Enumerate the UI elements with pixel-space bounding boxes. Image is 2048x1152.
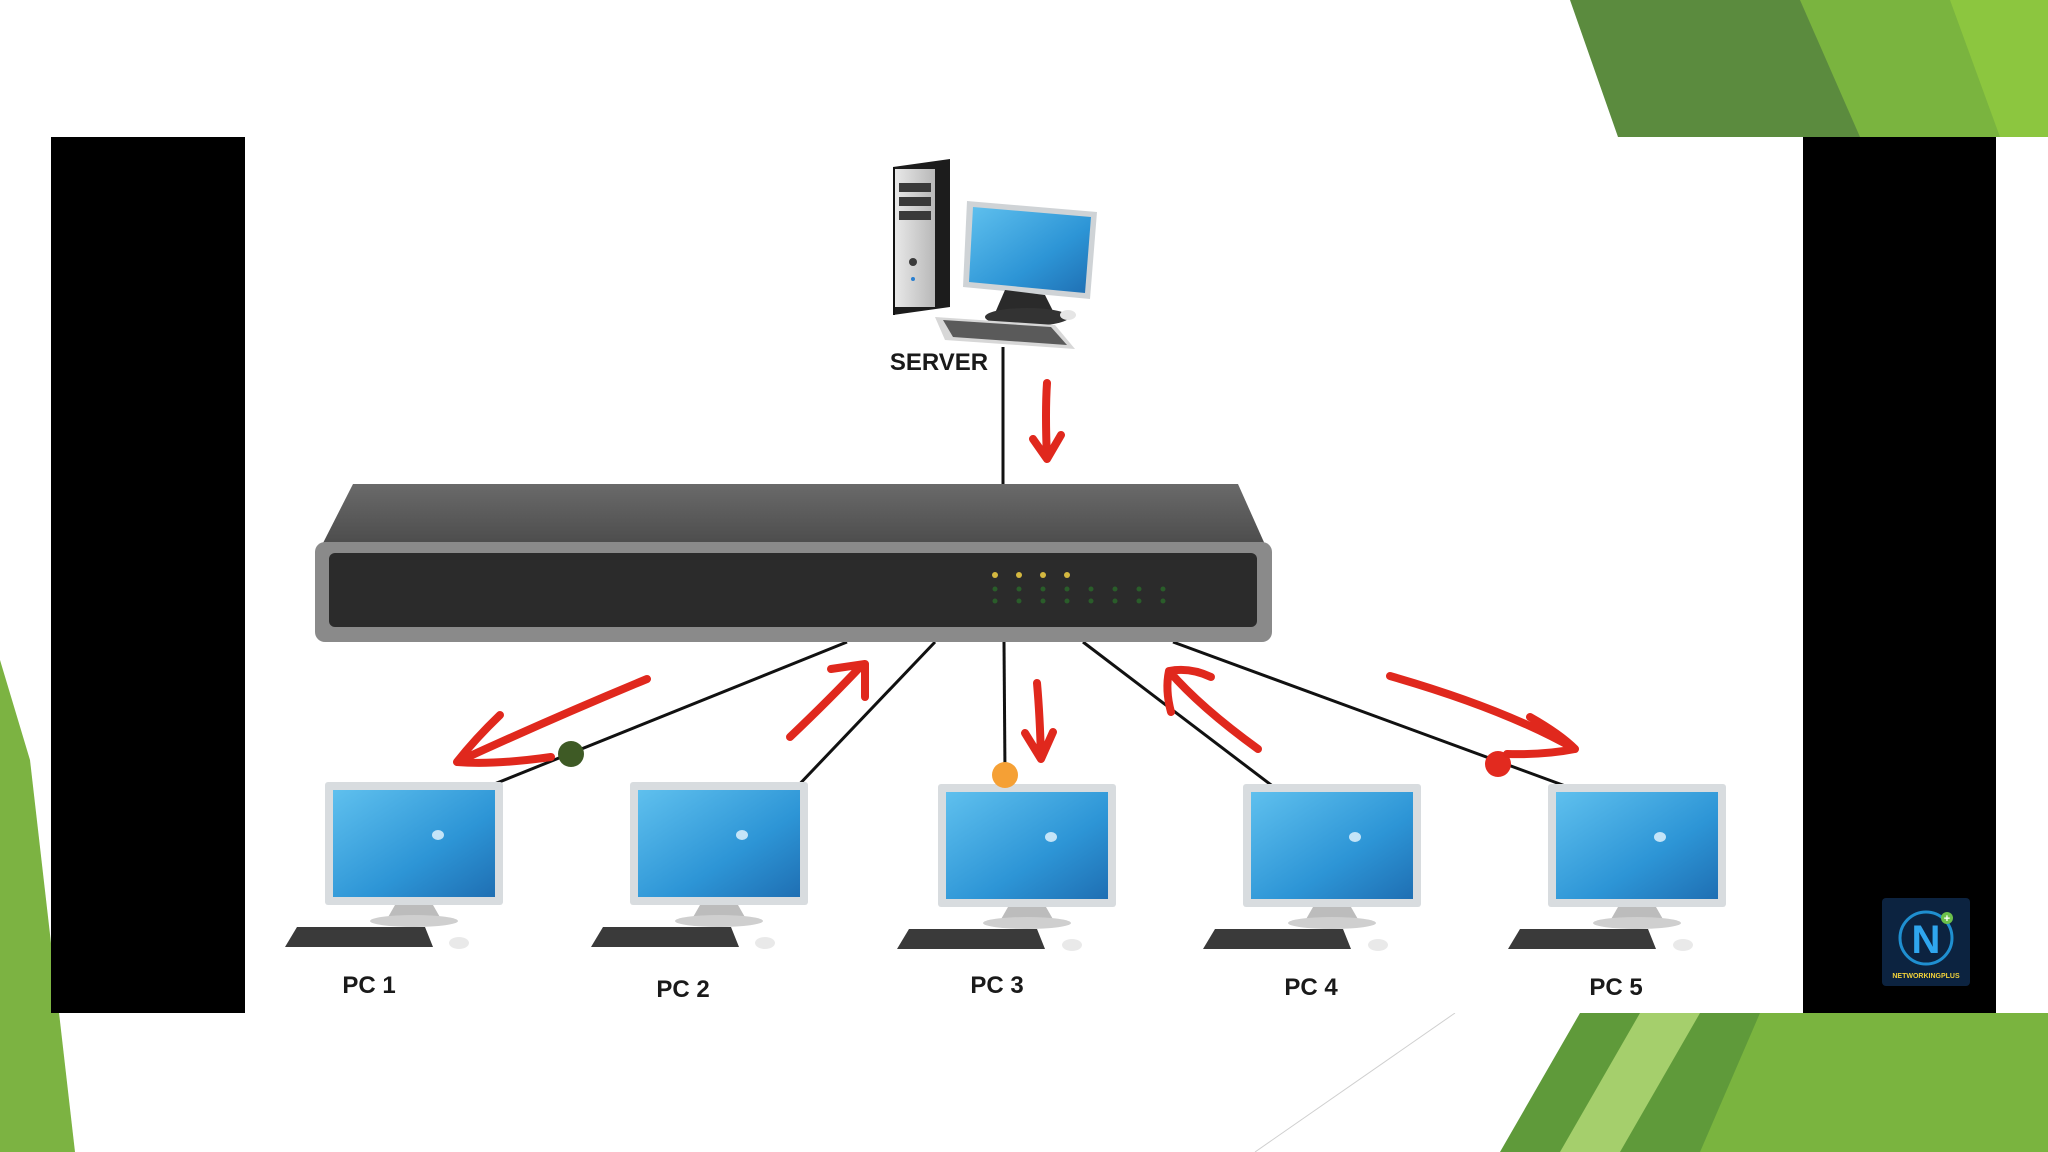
pc-5-label: PC 5 bbox=[1589, 974, 1643, 1001]
server-icon bbox=[893, 159, 1097, 349]
arrow-pc2-to-switch bbox=[786, 660, 869, 741]
pc-4-label: PC 4 bbox=[1284, 974, 1338, 1001]
pc4-cable bbox=[1082, 640, 1280, 793]
arrow-switch-to-pc5 bbox=[1386, 672, 1579, 759]
network-switch bbox=[315, 484, 1272, 642]
logo-letter-n: N bbox=[1912, 918, 1941, 962]
pc5-cable bbox=[1172, 640, 1580, 793]
server-label: SERVER bbox=[889, 349, 989, 376]
pc-5-icon bbox=[1508, 784, 1726, 951]
pc3-cable bbox=[1002, 641, 1007, 775]
arrow-switch-to-pc1 bbox=[453, 675, 651, 767]
pc-2-label: PC 2 bbox=[656, 976, 710, 1003]
arrow-switch-to-pc3 bbox=[1021, 679, 1057, 763]
pc-1-label: PC 1 bbox=[342, 972, 396, 999]
logo-text: NETWORKINGPLUS bbox=[1892, 973, 1960, 980]
switch-status-leds bbox=[992, 572, 1070, 578]
bottom-right-light-green-shape bbox=[1700, 1013, 2048, 1152]
decorative-thin-line bbox=[1254, 1012, 1456, 1152]
pc-4-icon bbox=[1203, 784, 1421, 951]
pc-3-icon bbox=[897, 784, 1116, 951]
pc1-packet-dot bbox=[558, 741, 584, 767]
pc3-packet-dot bbox=[992, 762, 1018, 788]
pc-2-icon bbox=[591, 782, 808, 949]
networking-plus-logo-icon: N + NETWORKINGPLUS bbox=[1892, 910, 1960, 980]
pc5-packet-dot bbox=[1485, 751, 1511, 777]
network-diagram-svg bbox=[285, 159, 1726, 951]
network-diagram: SERVER PC 1 PC 2 PC 3 PC 4 PC 5 bbox=[245, 137, 1803, 1013]
cables bbox=[476, 347, 1580, 793]
arrow-pc4-to-switch bbox=[1163, 665, 1262, 753]
left-green-shape bbox=[0, 660, 75, 1152]
pc1-cable bbox=[476, 640, 848, 793]
networking-plus-logo: N + NETWORKINGPLUS bbox=[1882, 898, 1970, 986]
switch-port-leds bbox=[992, 586, 1166, 604]
pc2-cable bbox=[791, 640, 937, 793]
bottom-right-highlight-shape bbox=[1560, 1013, 1700, 1152]
svg-text:+: + bbox=[1944, 913, 1950, 925]
arrow-server-to-switch bbox=[1029, 379, 1065, 463]
top-right-highlight-shape bbox=[1950, 0, 2048, 137]
pc-3-label: PC 3 bbox=[970, 972, 1024, 999]
pc-1-icon bbox=[285, 782, 503, 949]
traffic-arrows bbox=[453, 379, 1579, 767]
